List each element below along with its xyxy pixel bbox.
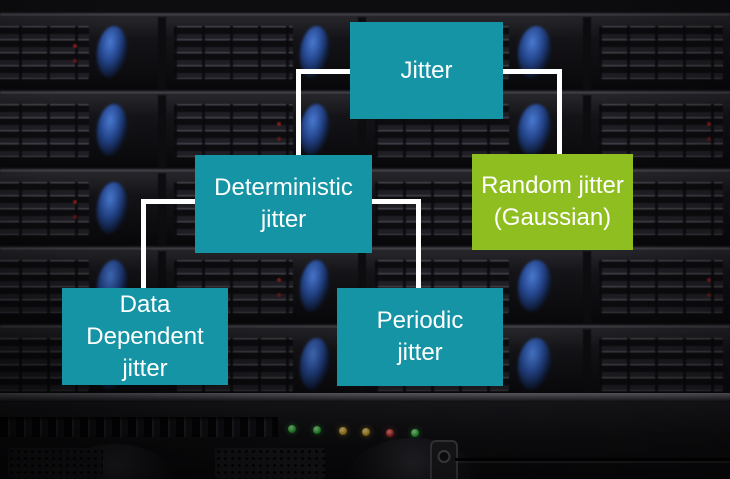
node-data-dependent-jitter: Data Dependent jitter — [62, 288, 228, 385]
drive-tray — [591, 17, 730, 89]
status-led-green — [313, 426, 321, 434]
connector-jitter-to-random-horizontal — [503, 69, 562, 74]
chassis-seam — [455, 458, 730, 461]
tray-vent-slots — [599, 103, 723, 157]
tray-vent-slots — [599, 337, 723, 391]
connector-jitter-to-random-vertical — [557, 69, 562, 154]
drive-dot-grid — [8, 448, 103, 479]
drive-tray — [0, 17, 158, 89]
connector-deterministic-to-datadependent-horizontal — [141, 199, 195, 204]
node-periodic-jitter: Periodic jitter — [337, 288, 503, 386]
tray-vent-slots — [599, 259, 723, 313]
tray-blue-lens — [514, 102, 554, 158]
tray-vent-slots — [599, 25, 723, 79]
tray-vent-slots — [0, 103, 89, 157]
tray-vent-slots — [173, 103, 293, 157]
tray-blue-lens — [94, 180, 131, 236]
connector-deterministic-to-datadependent-vertical — [141, 199, 146, 288]
rack-chassis-edge — [0, 393, 730, 402]
tray-vent-slots — [0, 181, 89, 235]
node-random-jitter: Random jitter (Gaussian) — [472, 154, 633, 250]
drive-tray — [0, 173, 158, 245]
drive-tray — [166, 17, 358, 89]
status-led-green — [411, 429, 419, 437]
connector-jitter-to-deterministic-vertical — [296, 69, 301, 155]
connector-jitter-to-deterministic-horizontal — [296, 69, 352, 74]
drive-tray — [591, 251, 730, 323]
drive-latch — [430, 440, 458, 479]
tray-blue-lens — [94, 24, 131, 80]
node-deterministic-jitter: Deterministic jitter — [195, 155, 372, 253]
status-led-amber — [362, 428, 370, 436]
rack-vent-perforations — [0, 417, 278, 437]
drive-tray — [591, 329, 730, 401]
drive-dot-grid — [215, 448, 325, 479]
tray-blue-lens — [297, 102, 333, 158]
status-led-red — [386, 429, 394, 437]
tray-blue-lens — [514, 258, 554, 314]
status-led-green — [288, 425, 296, 433]
connector-deterministic-to-periodic-horizontal — [372, 199, 421, 204]
tray-vent-slots — [0, 25, 89, 79]
node-jitter: Jitter — [350, 22, 503, 119]
tray-vent-slots — [173, 25, 293, 79]
tray-blue-lens — [94, 102, 131, 158]
status-led-amber — [339, 427, 347, 435]
tray-blue-lens — [514, 336, 554, 392]
tray-blue-lens — [297, 336, 333, 392]
connector-deterministic-to-periodic-vertical — [416, 199, 421, 288]
drive-tray — [0, 95, 158, 167]
tray-blue-lens — [297, 258, 333, 314]
